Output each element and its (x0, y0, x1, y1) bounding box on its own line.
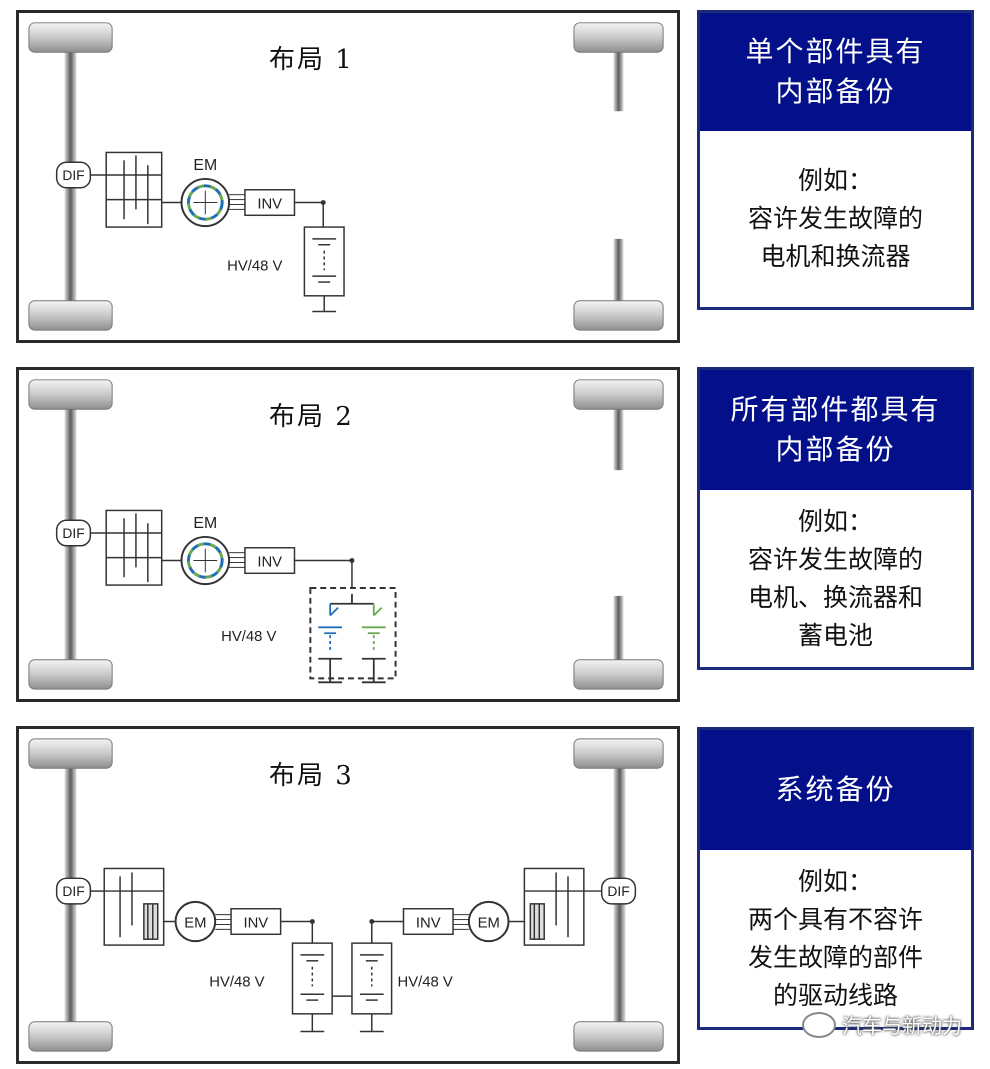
dif-label-front: DIF (62, 883, 84, 899)
layout-3-panel: DIF EM INV HV/48 V (16, 726, 680, 1064)
battery-front (291, 942, 333, 1033)
card-3: 系统备份 例如： 两个具有不容许 发生故障的部件 的驱动线路 (697, 727, 974, 1030)
card-2-body: 例如： 容许发生故障的 电机、换流器和 蓄电池 (747, 506, 923, 650)
card-2: 所有部件都具有 内部备份 例如： 容许发生故障的 电机、换流器和 蓄电池 (697, 367, 974, 670)
wechat-icon (802, 1011, 836, 1038)
dif-label: DIF (62, 525, 84, 541)
rear-axle-top (613, 409, 624, 471)
gearbox (105, 151, 163, 228)
em-label: EM (193, 515, 217, 532)
card-1: 单个部件具有 内部备份 例如： 容许发生故障的 电机和换流器 (697, 10, 974, 310)
battery-label: HV/48 V (221, 629, 276, 645)
watermark-text: 汽车与新动力 (842, 1014, 962, 1038)
wheel-front-left (28, 379, 113, 410)
layout-2-title: 布局 2 (269, 402, 354, 432)
wheel-front-left (28, 22, 113, 53)
wheel-rear-left (573, 379, 664, 410)
layout-1-title: 布局 1 (269, 45, 354, 75)
wheel-rear-left (573, 738, 664, 769)
battery-label-rear: HV/48 V (398, 974, 453, 990)
inv-box-rear (402, 908, 454, 936)
battery-label: HV/48 V (227, 258, 282, 274)
layout-3-diagram: DIF EM INV HV/48 V (28, 738, 664, 1052)
wheel-front-left (28, 738, 113, 769)
dif-label-rear: DIF (607, 883, 629, 899)
card-2-header: 所有部件都具有 内部备份 (700, 370, 971, 490)
gearbox-front (103, 867, 165, 946)
wheel-front-right (28, 1021, 113, 1052)
em-label-front: EM (184, 915, 206, 931)
battery-rear (351, 942, 393, 1033)
dif-label: DIF (62, 167, 84, 183)
card-3-body: 例如： 两个具有不容许 发生故障的部件 的驱动线路 (747, 866, 923, 1010)
em-motor-front (174, 900, 217, 943)
card-1-header: 单个部件具有 内部备份 (700, 13, 971, 131)
wheel-front-right (28, 300, 113, 331)
layout-1-panel: DIF EM INV HV/48 V 布局 1 (16, 10, 680, 343)
layout-2-panel: DIF EM INV (16, 367, 680, 702)
inv-box (244, 189, 296, 217)
inv-label: INV (257, 554, 282, 570)
wheel-rear-right (573, 300, 664, 331)
em-label-rear: EM (478, 915, 500, 931)
wheel-rear-left (573, 22, 664, 53)
dif-box-rear (600, 877, 637, 905)
rear-axle-top (613, 52, 624, 112)
inv-box (244, 547, 296, 575)
wheel-rear-right (573, 1021, 664, 1052)
inv-label-front: INV (243, 915, 268, 931)
layout-2-diagram: DIF EM INV (28, 379, 664, 690)
battery-redundancy-box (309, 587, 397, 680)
layout-1-diagram: DIF EM INV HV/48 V (28, 22, 664, 331)
rear-axle-bottom (613, 595, 624, 661)
watermark: 汽车与新动力 (802, 1010, 962, 1039)
inv-box-front (230, 908, 282, 936)
card-3-header: 系统备份 (700, 730, 971, 850)
inv-label: INV (257, 196, 282, 212)
inv-label-rear: INV (416, 915, 441, 931)
battery-pair (318, 593, 386, 684)
gearbox (105, 509, 163, 586)
wheel-front-right (28, 659, 113, 690)
battery-label-front: HV/48 V (209, 974, 264, 990)
em-label: EM (193, 157, 217, 174)
battery (303, 226, 345, 313)
rear-axle-bottom (613, 238, 624, 302)
card-1-body: 例如： 容许发生故障的 电机和换流器 (747, 166, 923, 271)
layout-3-title: 布局 3 (269, 761, 354, 791)
gearbox-rear (523, 867, 585, 946)
wheel-rear-right (573, 659, 664, 690)
